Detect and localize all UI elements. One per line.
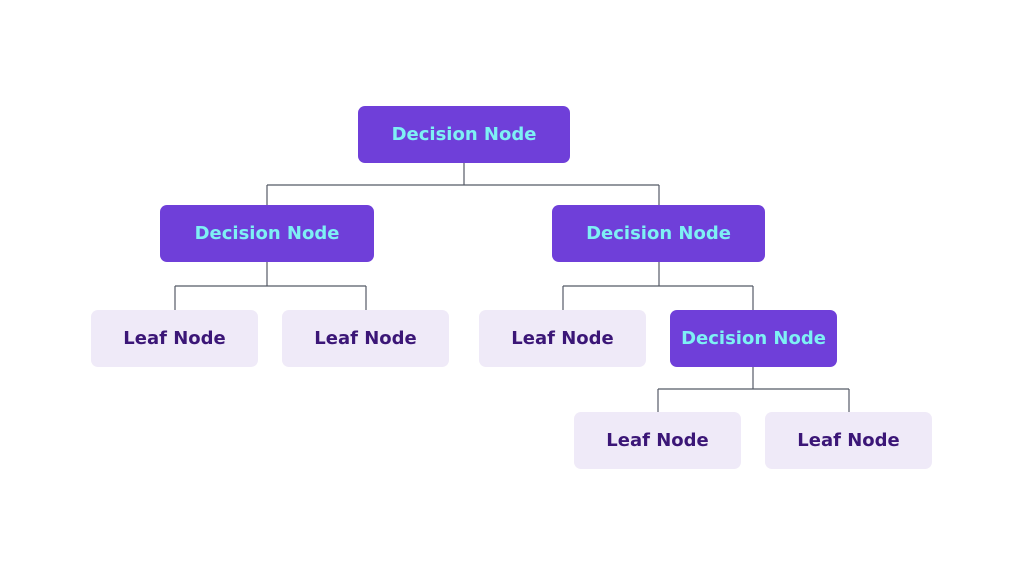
right-decision-label: Decision Node	[586, 222, 731, 244]
inner-leaf-node-2: Leaf Node	[765, 412, 932, 469]
right-leaf-node-1: Leaf Node	[479, 310, 646, 367]
right-decision-node: Decision Node	[552, 205, 765, 262]
left-leaf-2-label: Leaf Node	[314, 327, 417, 349]
left-decision-label: Decision Node	[194, 222, 340, 244]
root-decision-node: Decision Node	[358, 106, 570, 163]
left-leaf-node-1: Leaf Node	[91, 310, 258, 367]
inner-decision-node: Decision Node	[670, 310, 837, 367]
inner-decision-label: Decision Node	[681, 327, 826, 349]
root-decision-label: Decision Node	[391, 123, 537, 145]
right-leaf-1-label: Leaf Node	[511, 327, 614, 349]
left-decision-node: Decision Node	[160, 205, 374, 262]
left-leaf-node-2: Leaf Node	[282, 310, 449, 367]
left-leaf-1-label: Leaf Node	[123, 327, 226, 349]
inner-leaf-1-label: Leaf Node	[606, 429, 709, 451]
inner-leaf-node-1: Leaf Node	[574, 412, 741, 469]
inner-leaf-2-label: Leaf Node	[797, 429, 900, 451]
